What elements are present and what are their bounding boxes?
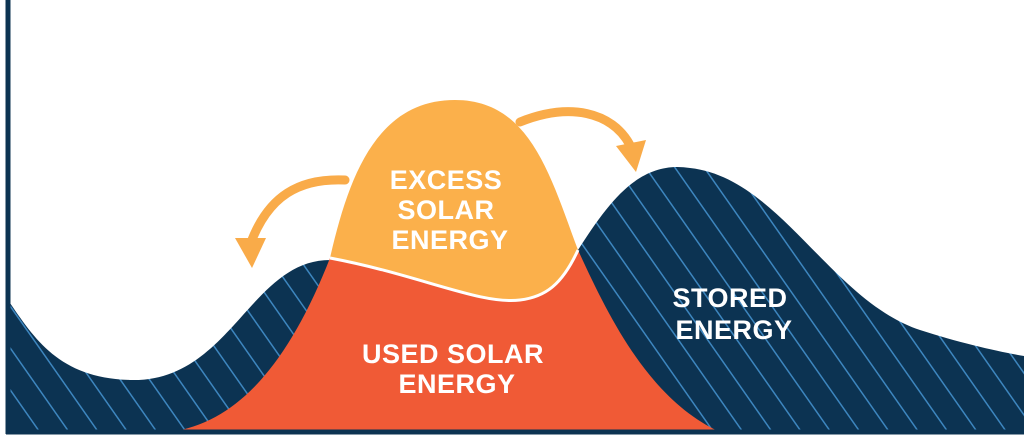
excess-label-line-1: EXCESS	[390, 165, 503, 195]
used-label-line-2: ENERGY	[398, 369, 515, 399]
excess-solar-energy-area	[330, 100, 578, 301]
excess-used-divider	[329, 249, 580, 303]
right-curved-arrow-icon	[515, 107, 646, 172]
stored-label-line-1: STORED	[672, 283, 787, 313]
stored-energy-label: STORED ENERGY	[672, 283, 795, 345]
used-solar-energy-label: USED SOLAR ENERGY	[362, 339, 552, 399]
excess-label-line-3: ENERGY	[391, 225, 508, 255]
excess-solar-energy-label: EXCESS SOLAR ENERGY	[390, 165, 511, 255]
excess-label-line-2: SOLAR	[397, 195, 494, 225]
stored-label-line-2: ENERGY	[675, 315, 792, 345]
used-label-line-1: USED SOLAR	[362, 339, 544, 369]
left-curved-arrow-icon	[235, 175, 350, 268]
used-solar-energy-area	[170, 250, 720, 432]
